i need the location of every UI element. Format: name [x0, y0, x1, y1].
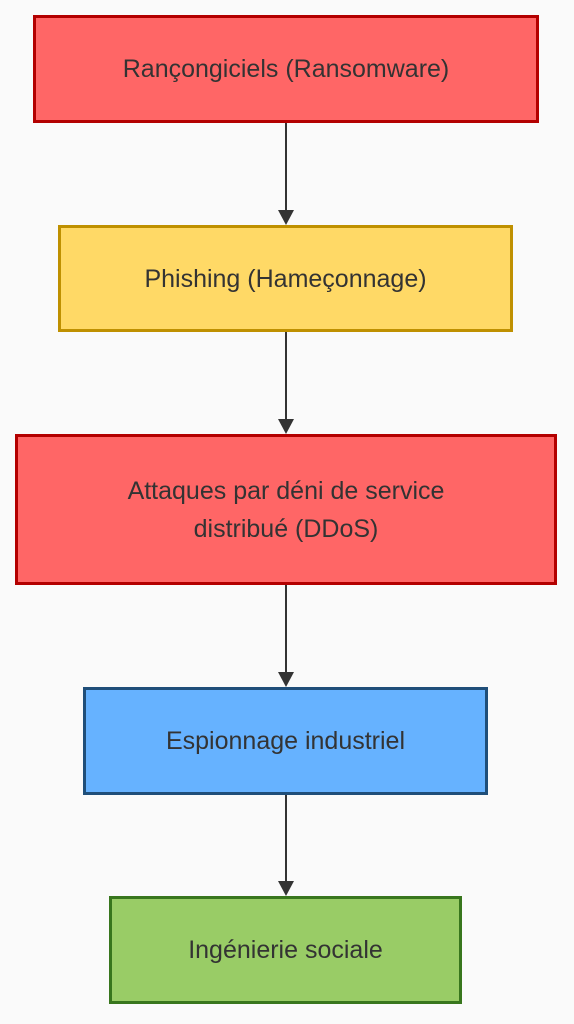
node-label: Attaques par déni de service distribué (… [127, 476, 445, 543]
arrowhead-icon [278, 210, 294, 225]
node-label: Ingénierie sociale [188, 936, 383, 964]
edge-4-5 [278, 795, 294, 896]
node-social-engineering: Ingénierie sociale [109, 896, 462, 1004]
arrowhead-icon [278, 881, 294, 896]
node-ransomware: Rançongiciels (Ransomware) [33, 15, 539, 123]
arrowhead-icon [278, 419, 294, 434]
node-industrial-espionage: Espionnage industriel [83, 687, 488, 795]
edge-2-3 [278, 332, 294, 434]
edge-1-2 [278, 123, 294, 225]
node-label: Phishing (Hameçonnage) [144, 264, 427, 293]
node-label: Espionnage industriel [165, 727, 406, 755]
node-label: Rançongiciels (Ransomware) [122, 55, 450, 83]
arrowhead-icon [278, 672, 294, 687]
node-phishing: Phishing (Hameçonnage) [58, 225, 513, 332]
edge-3-4 [278, 585, 294, 687]
node-ddos: Attaques par déni de service distribué (… [15, 434, 557, 585]
